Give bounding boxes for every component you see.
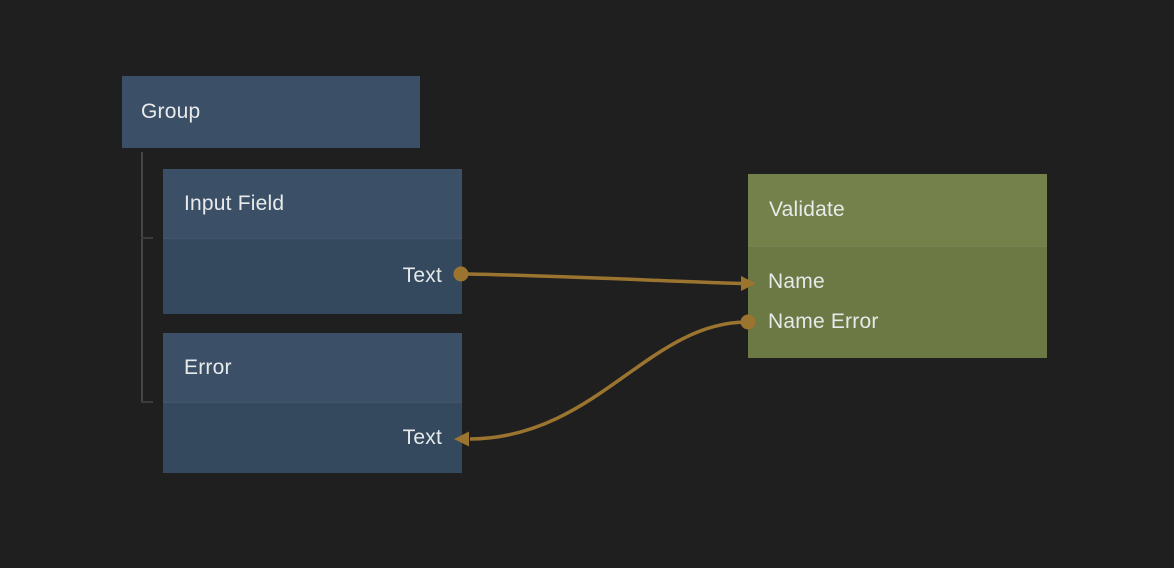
node-input-field-title: Input Field [184,191,285,215]
port-label-input-field-text: Text [402,264,442,287]
node-error-header[interactable]: Error [163,333,462,402]
node-error[interactable]: Error Text [163,333,462,473]
wire-text-to-name[interactable] [467,272,743,286]
port-row-validate-name[interactable]: Name [748,262,1047,302]
port-label-validate-name-error: Name Error [768,310,879,333]
node-validate-title: Validate [769,198,845,221]
node-error-title: Error [184,355,232,379]
port-label-validate-name: Name [768,270,825,293]
wire-nameerror-to-text[interactable] [469,320,747,441]
port-row-validate-name-error[interactable]: Name Error [748,302,1047,342]
connection-validate-nameerror-to-error-text[interactable] [454,314,756,447]
hierarchy-tree-line [141,152,143,403]
node-validate[interactable]: Validate Name Name Error [748,174,1047,358]
port-label-error-text: Text [402,425,442,449]
node-input-field-header[interactable]: Input Field [163,169,462,238]
connection-inputfield-text-to-validate-name[interactable] [453,266,757,292]
node-validate-body: Name Name Error [748,246,1047,358]
node-error-body: Text [163,402,462,473]
node-group-title: Group [141,100,201,123]
hierarchy-tree-tick-input-field [141,237,153,239]
node-validate-header[interactable]: Validate [748,174,1047,246]
node-input-field[interactable]: Input Field Text [163,169,462,314]
node-input-field-body: Text [163,238,462,314]
node-group[interactable]: Group [122,76,420,148]
hierarchy-tree-tick-error [141,401,153,403]
